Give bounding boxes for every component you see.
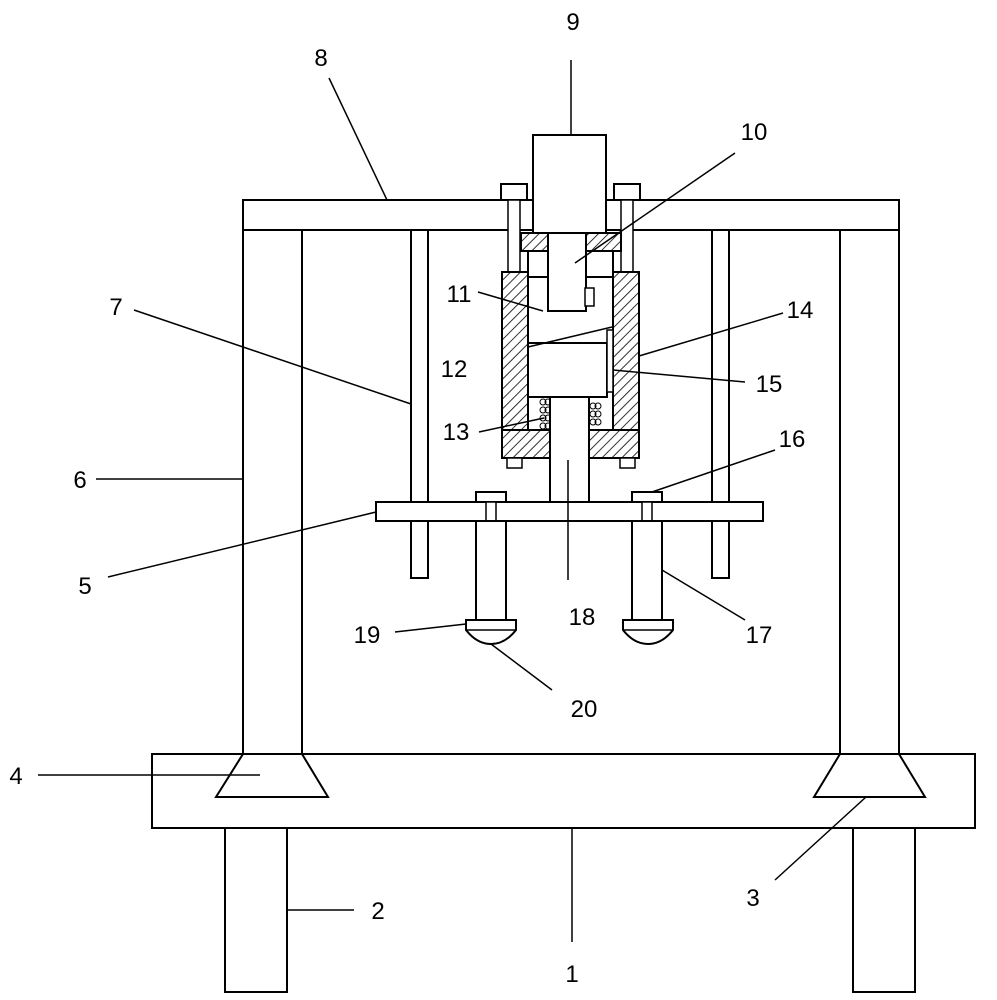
leader-10	[574, 152, 736, 264]
guide-rod-left	[410, 229, 429, 579]
tool-head-right	[622, 619, 674, 646]
bolt-shank-right	[620, 199, 634, 273]
leader-8	[328, 77, 388, 201]
callout-18: 18	[569, 604, 596, 631]
callout-2: 2	[371, 898, 384, 925]
leader-5	[107, 511, 377, 578]
leg-right	[852, 827, 916, 993]
callout-10: 10	[741, 119, 768, 146]
column-left	[242, 227, 303, 755]
callout-16: 16	[779, 426, 806, 453]
bolt-head-left	[500, 183, 528, 201]
spring-right	[589, 402, 602, 426]
bolt-nut-right	[619, 457, 636, 469]
motor	[532, 134, 607, 236]
bolt-head-right	[613, 183, 641, 201]
callout-20: 20	[571, 696, 598, 723]
callout-15: 15	[756, 371, 783, 398]
bolt-shank-left	[507, 199, 521, 273]
housing-wall-right	[612, 271, 640, 431]
callout-4: 4	[9, 763, 22, 790]
callout-19: 19	[354, 622, 381, 649]
callout-8: 8	[314, 45, 327, 72]
leader-14	[638, 312, 784, 357]
screw-head-right	[631, 491, 663, 503]
callout-3: 3	[746, 885, 759, 912]
leader-17	[661, 569, 746, 621]
tool-rod-right	[631, 520, 663, 621]
column-right	[839, 227, 900, 755]
callout-9: 9	[566, 9, 579, 36]
leader-20	[490, 643, 553, 691]
leader-19	[394, 623, 467, 633]
push-rod	[549, 396, 590, 503]
callout-7: 7	[109, 294, 122, 321]
screw-head-left	[475, 491, 507, 503]
callout-17: 17	[746, 622, 773, 649]
housing-inner-block-right	[584, 250, 614, 278]
callout-13: 13	[443, 419, 470, 446]
shaft-key	[584, 287, 595, 307]
leader-11	[477, 291, 544, 312]
guide-rod-right	[711, 229, 730, 579]
callout-11: 11	[447, 281, 472, 308]
leader-15	[612, 369, 746, 383]
callout-6: 6	[73, 467, 86, 494]
bolt-nut-left	[506, 457, 523, 469]
leader-7	[133, 309, 412, 405]
motor-shaft	[547, 232, 587, 312]
column-foot-left	[214, 753, 330, 798]
tool-rod-left	[475, 520, 507, 621]
callout-1: 1	[565, 961, 578, 988]
leader-12	[527, 326, 613, 348]
cross-plate	[375, 501, 764, 522]
guide-slot	[606, 329, 614, 393]
tool-head-left	[465, 619, 517, 646]
column-foot-right	[812, 753, 927, 798]
callout-5: 5	[78, 573, 91, 600]
slider-block	[527, 342, 608, 398]
leg-left	[224, 827, 288, 993]
leader-13	[478, 417, 545, 433]
leader-16	[651, 449, 776, 493]
housing-wall-left	[501, 271, 529, 431]
callout-14: 14	[787, 297, 814, 324]
callout-12: 12	[441, 356, 468, 383]
leader-3	[774, 796, 867, 881]
